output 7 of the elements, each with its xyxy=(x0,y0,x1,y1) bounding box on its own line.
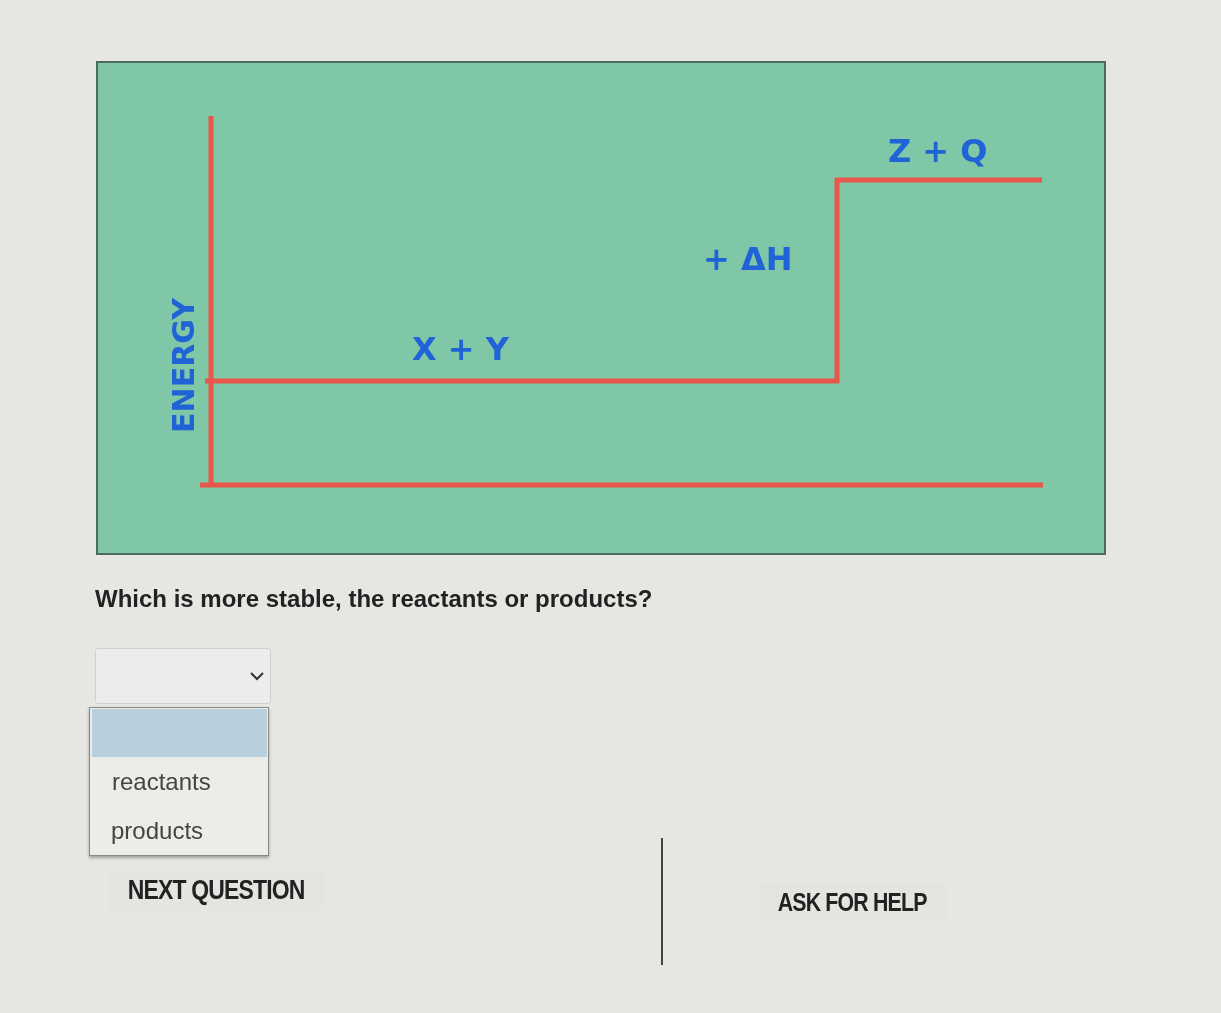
reactant-label: X + Y xyxy=(412,330,509,368)
option-text: reactants xyxy=(112,768,211,796)
axis-label: ENERGY xyxy=(165,298,201,433)
question-text: Which is more stable, the reactants or products? xyxy=(95,585,653,613)
enthalpy-label: + ΔH xyxy=(703,240,793,278)
product-label: Z + Q xyxy=(888,132,988,170)
option-text: products xyxy=(111,817,204,845)
